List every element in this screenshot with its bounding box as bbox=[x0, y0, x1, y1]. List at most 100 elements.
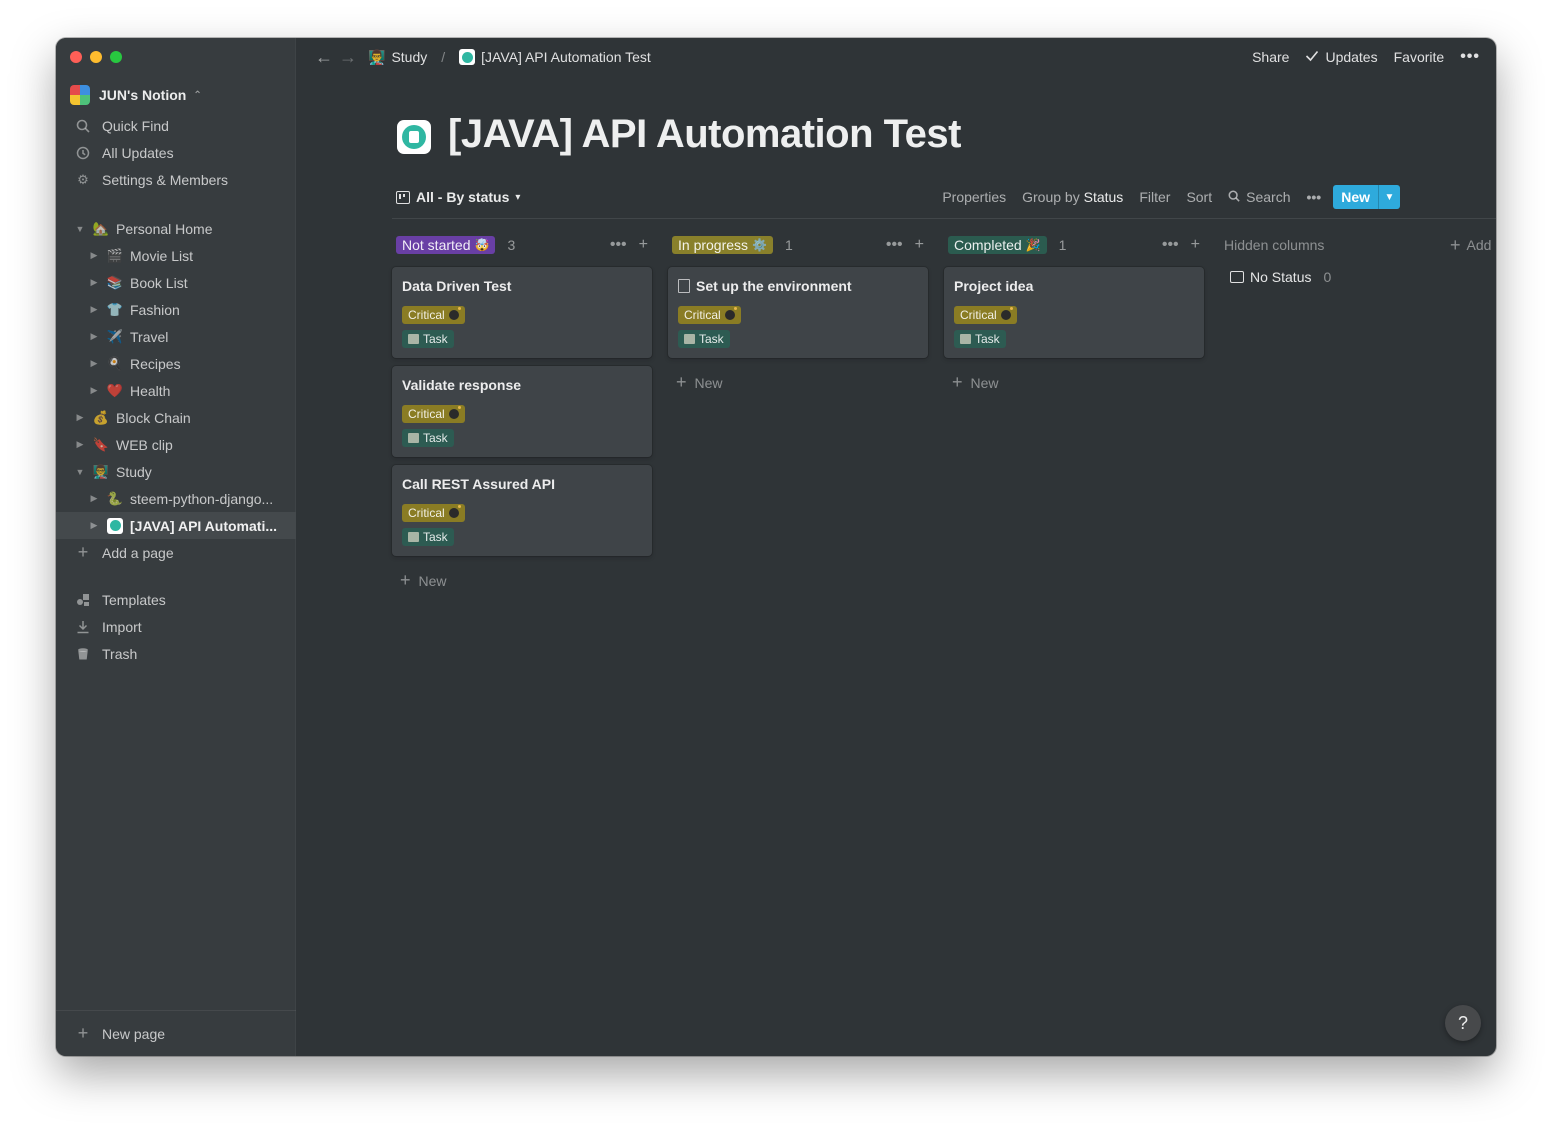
sidebar-item-book-list[interactable]: ▶ 📚 Book List bbox=[56, 269, 296, 296]
add-card-button[interactable]: + New bbox=[400, 570, 447, 591]
page-title[interactable]: [JAVA] API Automation Test bbox=[448, 112, 961, 156]
share-button[interactable]: Share bbox=[1252, 49, 1290, 65]
collapsed-toggle-icon[interactable]: ▶ bbox=[90, 250, 98, 260]
add-card-label: New bbox=[418, 572, 447, 589]
back-arrow-icon[interactable]: ← bbox=[315, 46, 333, 67]
updates-button[interactable]: Updates bbox=[1305, 49, 1378, 65]
page-teal-icon[interactable] bbox=[397, 120, 431, 154]
view-actions: Properties Group by Status Filter Sort S… bbox=[942, 185, 1400, 209]
sidebar-item-label: Settings & Members bbox=[102, 171, 229, 188]
sidebar-item-travel[interactable]: ▶ ✈️ Travel bbox=[56, 323, 296, 350]
new-item-button[interactable]: New ▼ bbox=[1333, 185, 1400, 209]
collapsed-toggle-icon[interactable]: ▶ bbox=[90, 304, 98, 314]
more-options-button[interactable]: ••• bbox=[1460, 48, 1480, 65]
favorite-button[interactable]: Favorite bbox=[1393, 49, 1445, 65]
sidebar-item-study[interactable]: ▼ 👨‍🏫 Study bbox=[56, 458, 296, 485]
add-card-button[interactable]: + New bbox=[676, 372, 723, 393]
sidebar-item-quick-find[interactable]: Quick Find bbox=[56, 112, 296, 139]
status-pill[interactable]: Not started 🤯 bbox=[396, 236, 496, 254]
type-tag: Task bbox=[678, 330, 730, 348]
card-title: Validate response bbox=[402, 377, 522, 393]
more-options-button[interactable]: ••• bbox=[609, 236, 627, 253]
card-title: Data Driven Test bbox=[402, 278, 512, 294]
search-button[interactable]: Search bbox=[1228, 189, 1290, 205]
sidebar-item-fashion[interactable]: ▶ 👕 Fashion bbox=[56, 296, 296, 323]
properties-button[interactable]: Properties bbox=[942, 189, 1007, 205]
hidden-column-no-status[interactable]: No Status 0 bbox=[1230, 269, 1331, 285]
workspace-switcher[interactable]: JUN's Notion ⌃ bbox=[70, 84, 202, 106]
plus-icon[interactable]: + bbox=[1190, 236, 1200, 253]
board-card[interactable]: Data Driven Test Critical Task bbox=[392, 267, 652, 358]
add-card-button[interactable]: + New bbox=[952, 372, 999, 393]
workspace-logo-icon bbox=[70, 85, 90, 105]
sidebar-item-block-chain[interactable]: ▶ 💰 Block Chain bbox=[56, 404, 296, 431]
sidebar-item-label: Block Chain bbox=[116, 409, 191, 426]
sidebar-item-steem-python-django[interactable]: ▶ 🐍 steem-python-django... bbox=[56, 485, 296, 512]
new-page-button[interactable]: + New page bbox=[56, 1010, 296, 1056]
breadcrumb-item-study[interactable]: 👨‍🏫 Study bbox=[368, 49, 427, 66]
sidebar-item-label: [JAVA] API Automati... bbox=[130, 517, 277, 534]
shirt-icon: 👕 bbox=[106, 301, 124, 317]
status-pill[interactable]: In progress ⚙️ bbox=[672, 236, 773, 254]
sidebar-item-import[interactable]: Import bbox=[56, 613, 296, 640]
column-header-in-progress: In progress ⚙️ 1 ••• + bbox=[672, 234, 924, 256]
collapsed-toggle-icon[interactable]: ▶ bbox=[90, 385, 98, 395]
close-window-button[interactable] bbox=[70, 51, 82, 63]
plus-icon[interactable]: + bbox=[914, 236, 924, 253]
board-card[interactable]: Project idea Critical Task bbox=[944, 267, 1204, 358]
add-group-button[interactable]: + Add bbox=[1450, 234, 1491, 256]
page-teal-icon bbox=[459, 49, 476, 65]
collapsed-toggle-icon[interactable]: ▶ bbox=[90, 520, 98, 530]
collapsed-toggle-icon[interactable]: ▶ bbox=[76, 439, 84, 449]
maximize-window-button[interactable] bbox=[110, 51, 122, 63]
search-icon bbox=[1228, 189, 1240, 205]
task-icon bbox=[684, 334, 695, 344]
sort-button[interactable]: Sort bbox=[1186, 189, 1213, 205]
task-icon bbox=[408, 433, 419, 443]
view-selector[interactable]: All - By status ▾ bbox=[396, 189, 520, 205]
status-pill[interactable]: Completed 🎉 bbox=[948, 236, 1047, 254]
minimize-window-button[interactable] bbox=[90, 51, 102, 63]
status-label: Completed bbox=[954, 237, 1022, 253]
priority-label: Critical bbox=[408, 506, 445, 520]
bomb-icon bbox=[448, 406, 461, 419]
sidebar-item-label: Health bbox=[130, 382, 171, 399]
column-header-not-started: Not started 🤯 3 ••• + bbox=[396, 234, 648, 256]
expanded-toggle-icon[interactable]: ▼ bbox=[75, 466, 85, 477]
sidebar-item-movie-list[interactable]: ▶ 🎬 Movie List bbox=[56, 242, 296, 269]
house-icon: 🏡 bbox=[92, 220, 110, 236]
forward-arrow-icon[interactable]: → bbox=[339, 46, 357, 67]
sidebar-item-templates[interactable]: Templates bbox=[56, 586, 296, 613]
sidebar-item-personal-home[interactable]: ▼ 🏡 Personal Home bbox=[56, 215, 296, 242]
sidebar-item-recipes[interactable]: ▶ 🍳 Recipes bbox=[56, 350, 296, 377]
collapsed-toggle-icon[interactable]: ▶ bbox=[90, 331, 98, 341]
type-label: Task bbox=[423, 431, 448, 445]
breadcrumb-item-current-page[interactable]: [JAVA] API Automation Test bbox=[459, 49, 651, 65]
plus-icon: + bbox=[952, 372, 963, 392]
sidebar-item-trash[interactable]: Trash bbox=[56, 640, 296, 667]
plus-icon: + bbox=[77, 1023, 89, 1043]
more-options-button[interactable]: ••• bbox=[885, 236, 903, 253]
sidebar-item-settings[interactable]: ⚙ Settings & Members bbox=[56, 166, 296, 193]
chevron-down-icon[interactable]: ▼ bbox=[1378, 185, 1400, 209]
sidebar-item-all-updates[interactable]: All Updates bbox=[56, 139, 296, 166]
plus-icon[interactable]: + bbox=[638, 236, 648, 253]
expanded-toggle-icon[interactable]: ▼ bbox=[75, 223, 85, 234]
collapsed-toggle-icon[interactable]: ▶ bbox=[90, 358, 98, 368]
help-button[interactable]: ? bbox=[1445, 1005, 1481, 1041]
board-card[interactable]: Set up the environment Critical Task bbox=[668, 267, 928, 358]
more-options-button[interactable]: ••• bbox=[1306, 189, 1322, 205]
collapsed-toggle-icon[interactable]: ▶ bbox=[90, 277, 98, 287]
add-page-button[interactable]: + Add a page bbox=[56, 539, 296, 566]
more-options-button[interactable]: ••• bbox=[1161, 236, 1179, 253]
collapsed-toggle-icon[interactable]: ▶ bbox=[90, 493, 98, 503]
sidebar-item-web-clip[interactable]: ▶ 🔖 WEB clip bbox=[56, 431, 296, 458]
board-card[interactable]: Call REST Assured API Critical Task bbox=[392, 465, 652, 556]
new-item-label[interactable]: New bbox=[1341, 189, 1370, 205]
sidebar-item-java-api-automation[interactable]: ▶ [JAVA] API Automati... bbox=[56, 512, 296, 539]
group-by-button[interactable]: Group by Status bbox=[1022, 189, 1123, 205]
filter-button[interactable]: Filter bbox=[1139, 189, 1171, 205]
sidebar-item-health[interactable]: ▶ ❤️ Health bbox=[56, 377, 296, 404]
collapsed-toggle-icon[interactable]: ▶ bbox=[76, 412, 84, 422]
board-card[interactable]: Validate response Critical Task bbox=[392, 366, 652, 457]
